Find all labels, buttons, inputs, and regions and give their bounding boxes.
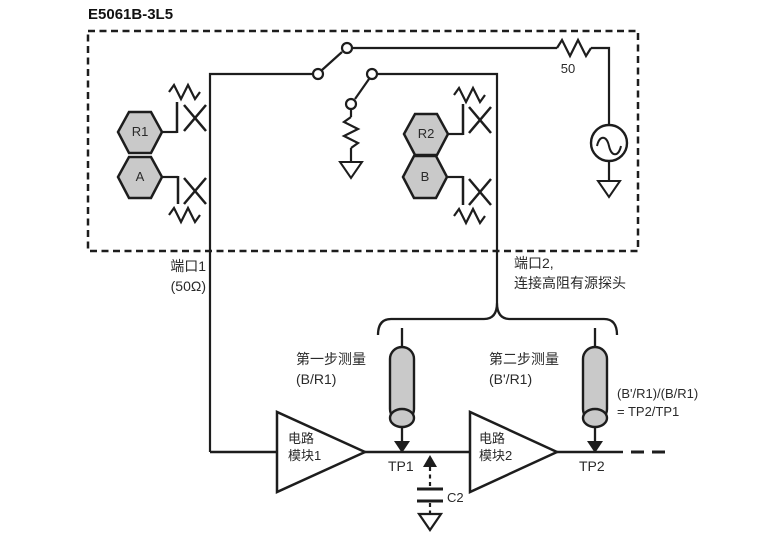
termination-resistor-icon <box>341 116 361 149</box>
receiver-hexagon <box>116 110 164 155</box>
port2-wire <box>378 72 499 303</box>
analyzer-dashed-box <box>86 29 640 253</box>
receiver-hexagon <box>116 155 164 200</box>
step1-label: 第一步测量 <box>296 351 366 367</box>
active-probe-1 <box>388 328 416 453</box>
source-switch <box>311 41 379 180</box>
port2-probe-note: 连接高阻有源探头 <box>514 275 626 291</box>
ground-icon <box>596 180 622 199</box>
block2-label-line1: 电路 <box>479 431 506 446</box>
testpoint1-label: TP1 <box>388 458 414 474</box>
receiver-hexagon <box>401 154 449 200</box>
capacitor-icon <box>417 487 443 503</box>
up-arrow-icon <box>423 455 437 467</box>
mixer-x-icon <box>183 177 207 205</box>
c2-capacitor-branch <box>416 455 444 532</box>
probe-brace <box>376 302 619 336</box>
source-branch <box>352 37 629 199</box>
diagram-title: E5061B-3L5 <box>88 6 174 23</box>
resistor-icon <box>168 205 201 225</box>
receiver-b-label: B <box>420 169 430 184</box>
port2-label: 端口2, <box>514 255 554 271</box>
step2-label: 第二步测量 <box>489 351 559 367</box>
mixer-x-icon <box>468 178 492 206</box>
amplifier-block1 <box>275 410 369 494</box>
step2-ratio-label: (B'/R1) <box>489 371 533 387</box>
resistor-icon <box>453 85 486 105</box>
testpoint2-label: TP2 <box>579 458 605 474</box>
receiver-a <box>116 155 207 225</box>
receiver-r1-label: R1 <box>131 124 149 139</box>
capacitor-c2-label: C2 <box>447 490 464 505</box>
port1-impedance-label: (50Ω) <box>170 278 206 294</box>
receiver-a-label: A <box>135 169 145 184</box>
active-probe-2 <box>581 328 609 453</box>
port1-label: 端口1 <box>170 258 206 274</box>
mixer-x-icon <box>183 104 207 132</box>
step1-ratio-label: (B/R1) <box>296 371 337 387</box>
source-impedance-label: 50 <box>560 61 576 76</box>
source-resistor-icon <box>556 37 592 59</box>
probe-arrow-icon <box>394 441 410 453</box>
amplifier-block2 <box>468 410 560 494</box>
port1-wire <box>208 72 312 452</box>
block2-label-line2: 模块2 <box>479 448 513 463</box>
receiver-r2-label: R2 <box>417 126 435 141</box>
receiver-r1 <box>116 82 207 155</box>
probe-arrow-icon <box>587 441 603 453</box>
block1-label-line2: 模块1 <box>288 448 322 463</box>
mixer-x-icon <box>468 106 492 134</box>
ground-icon <box>416 512 444 532</box>
resistor-icon <box>168 82 201 102</box>
receiver-r2 <box>402 85 492 157</box>
block1-label-line1: 电路 <box>288 431 315 446</box>
result-formula-line2: = TP2/TP1 <box>617 404 680 419</box>
resistor-icon <box>453 206 486 226</box>
receiver-b <box>401 154 492 226</box>
ground-icon <box>338 161 364 180</box>
result-formula-line1: (B'/R1)/(B/R1) <box>617 386 699 401</box>
